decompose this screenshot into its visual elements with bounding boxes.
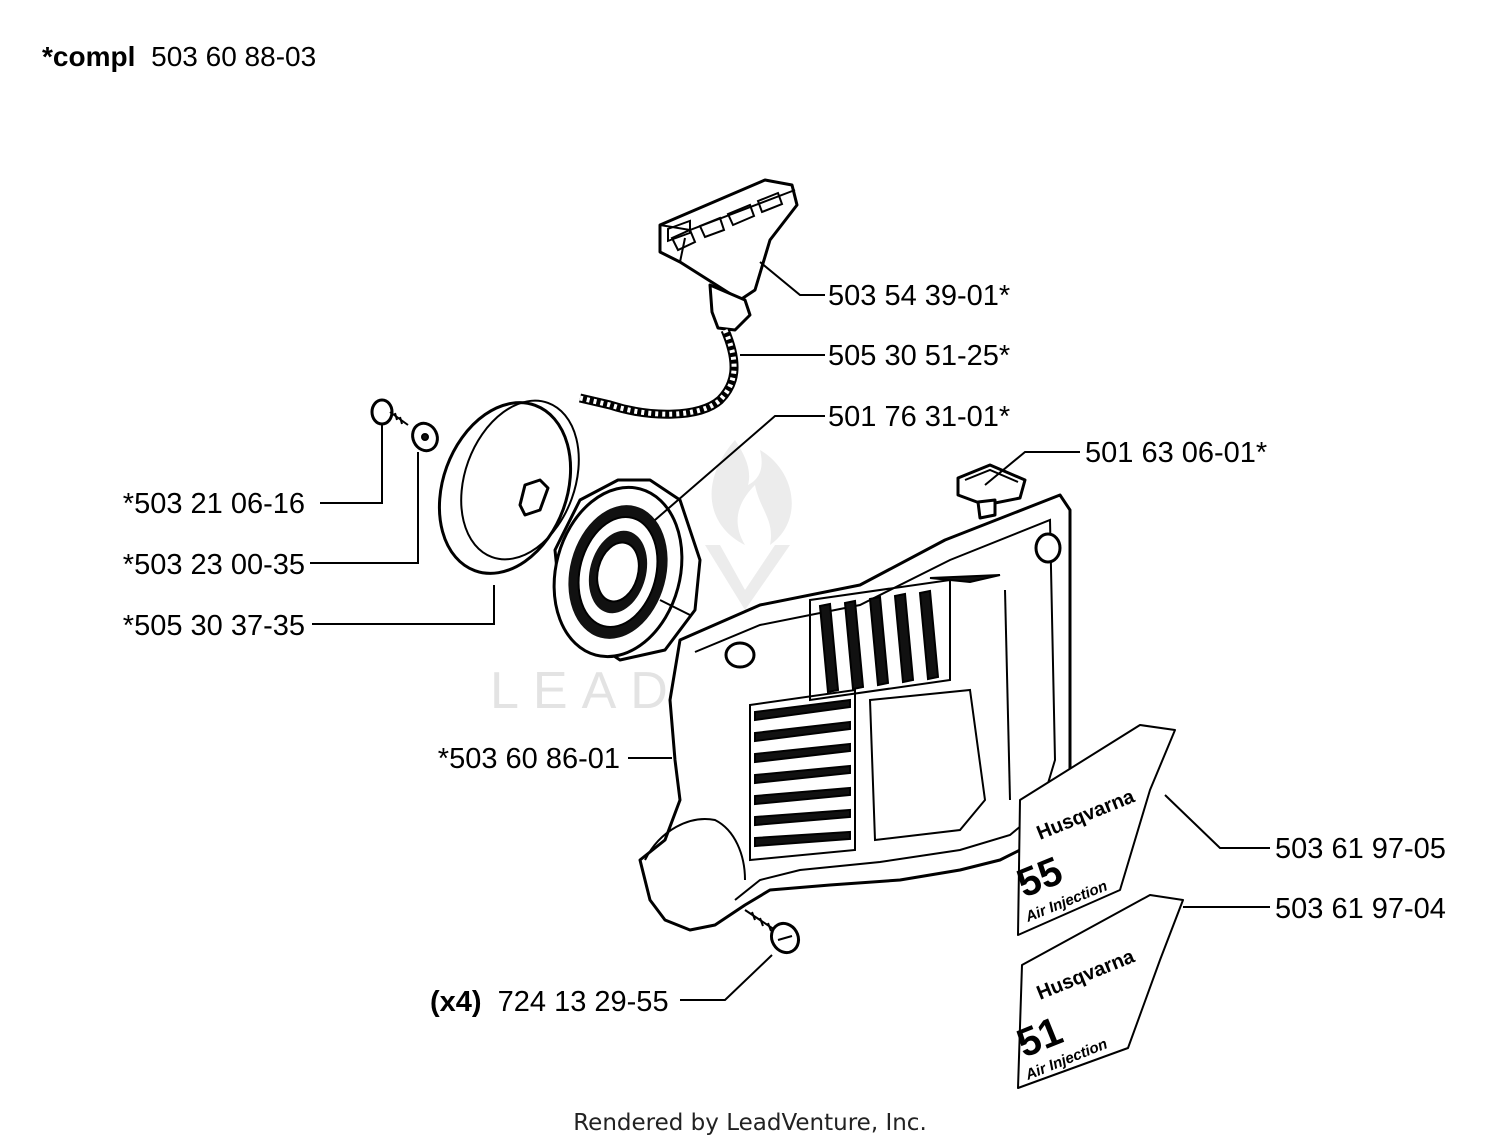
assembly-prefix: *compl — [42, 41, 135, 72]
grommet-drawing — [956, 463, 1027, 520]
assembly-part-number: 503 60 88-03 — [151, 41, 316, 72]
callout-rope-pulley: *505 30 37-35 — [123, 610, 305, 642]
callout-housing-screw-number: 724 13 29-55 — [498, 986, 669, 1018]
leader-lines — [310, 261, 1270, 1001]
callout-recoil-spring: 501 76 31-01* — [828, 401, 1010, 433]
callout-grommet: 501 63 06-01* — [1085, 437, 1267, 469]
rope-pulley-drawing — [437, 399, 580, 575]
callout-decal-51: 503 61 97-04 — [1275, 893, 1446, 925]
decal-55-drawing: Husqvarna 55 Air Injection — [1011, 724, 1176, 936]
callout-housing-screw-qty: (x4) — [430, 986, 482, 1018]
pulley-screw-drawing — [370, 398, 409, 426]
starter-handle-drawing — [658, 178, 799, 332]
callout-decal-55: 503 61 97-05 — [1275, 833, 1446, 865]
callout-washer: *503 23 00-35 — [123, 549, 305, 581]
callout-starter-housing: *503 60 86-01 — [438, 743, 620, 775]
callout-pulley-screw: *503 21 06-16 — [123, 488, 305, 520]
washer-drawing — [411, 421, 439, 453]
recoil-spring-drawing — [552, 478, 702, 662]
callout-starter-handle: 503 54 39-01* — [828, 280, 1010, 312]
housing-screw-drawing — [744, 909, 801, 955]
assembly-header: *compl 503 60 88-03 — [42, 41, 316, 72]
callout-housing-screw: (x4) 724 13 29-55 — [430, 986, 669, 1018]
starter-rope-drawing — [578, 328, 739, 419]
callout-starter-rope: 505 30 51-25* — [828, 340, 1010, 372]
starter-housing-drawing — [638, 493, 1072, 932]
render-credit: Rendered by LeadVenture, Inc. — [573, 1110, 927, 1136]
